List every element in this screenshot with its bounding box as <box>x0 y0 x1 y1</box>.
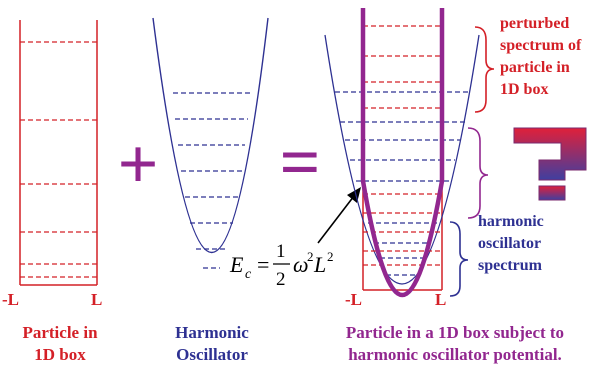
equation-lhs: E <box>229 252 244 277</box>
perturbed-label: perturbed spectrum of particle in 1D box <box>500 15 582 98</box>
combined-oscillator-levels <box>335 91 470 276</box>
harmonic-bracket <box>449 221 469 297</box>
harmonic-label: harmonic oscillator spectrum <box>478 213 544 274</box>
equation-omega: ω <box>293 252 309 277</box>
combined-left-tick: -L <box>345 290 362 309</box>
oscillator-caption-line1: Harmonic <box>175 323 249 342</box>
equation-L: L <box>313 252 326 277</box>
harmonic-label-line3: spectrum <box>478 257 543 274</box>
oscillator-parabola <box>152 17 269 254</box>
oscillator-panel: Harmonic Oscillator <box>152 17 269 364</box>
combined-right-tick: L <box>435 290 446 309</box>
combined-caption-line2: harmonic oscillator potential. <box>348 345 562 364</box>
perturbed-label-line2: spectrum of <box>500 37 582 54</box>
equation-numerator: 1 <box>276 241 286 262</box>
box-right-tick: L <box>91 290 102 309</box>
perturbed-label-line3: particle in <box>500 59 570 76</box>
combined-potential-curve <box>360 8 445 297</box>
harmonic-label-line2: oscillator <box>478 235 541 252</box>
crossing-energy-equation: E c = 1 2 ω 2 L 2 <box>229 241 334 290</box>
question-mark-icon <box>513 127 587 201</box>
box-left-tick: -L <box>2 290 19 309</box>
equation-L-superscript: 2 <box>327 249 334 264</box>
box-panel: -L L Particle in 1D box <box>2 20 102 364</box>
perturbed-label-line4: 1D box <box>500 81 548 98</box>
box-energy-levels <box>20 41 97 278</box>
equation-omega-superscript: 2 <box>307 249 314 264</box>
box-caption-line1: Particle in <box>22 323 98 342</box>
equals-symbol: = <box>279 122 320 202</box>
perturbed-label-line1: perturbed <box>500 15 569 32</box>
combined-panel: -L L Particle in a 1D box subject to har… <box>324 8 564 364</box>
harmonic-label-line1: harmonic <box>478 213 544 230</box>
equation-lhs-subscript: c <box>245 267 252 282</box>
equation-equals: = <box>257 252 269 277</box>
combined-caption-line1: Particle in a 1D box subject to <box>346 323 564 342</box>
plus-symbol: + <box>117 124 158 204</box>
perturbed-bracket <box>474 26 495 113</box>
mixed-region-bracket <box>467 127 489 219</box>
equation-arrow-shaft <box>317 195 355 244</box>
box-caption-line2: 1D box <box>34 345 86 364</box>
oscillator-caption-line2: Oscillator <box>176 345 248 364</box>
equation-denominator: 2 <box>276 269 286 290</box>
combined-oscillator-parabola <box>324 34 480 285</box>
oscillator-energy-levels <box>173 92 250 269</box>
